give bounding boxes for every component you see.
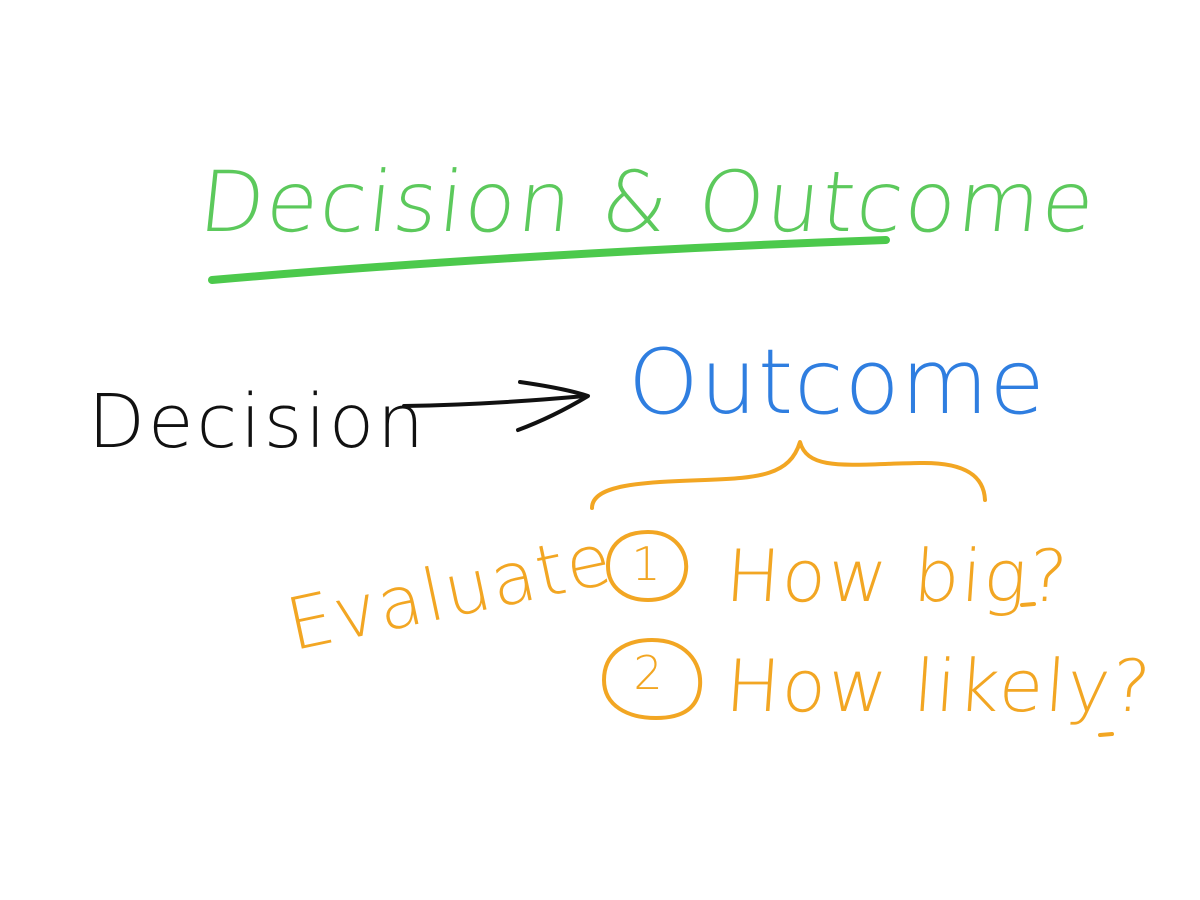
curly-brace [590,440,987,510]
title-underline [208,236,890,284]
question-tick-1 [1020,602,1036,607]
arrow-head [516,380,590,432]
number-circle-2 [601,638,703,721]
question-how-big: How big? [723,534,1073,618]
item-number-1: 1 [631,537,661,591]
item-number-2: 2 [633,646,663,700]
outcome-label: Outcome [628,330,1046,435]
arrow-shaft [402,394,587,408]
question-how-likely: How likely? [723,644,1156,728]
question-tick-2 [1098,732,1114,737]
decision-label: Decision [88,379,428,465]
number-circle-1 [605,530,689,603]
